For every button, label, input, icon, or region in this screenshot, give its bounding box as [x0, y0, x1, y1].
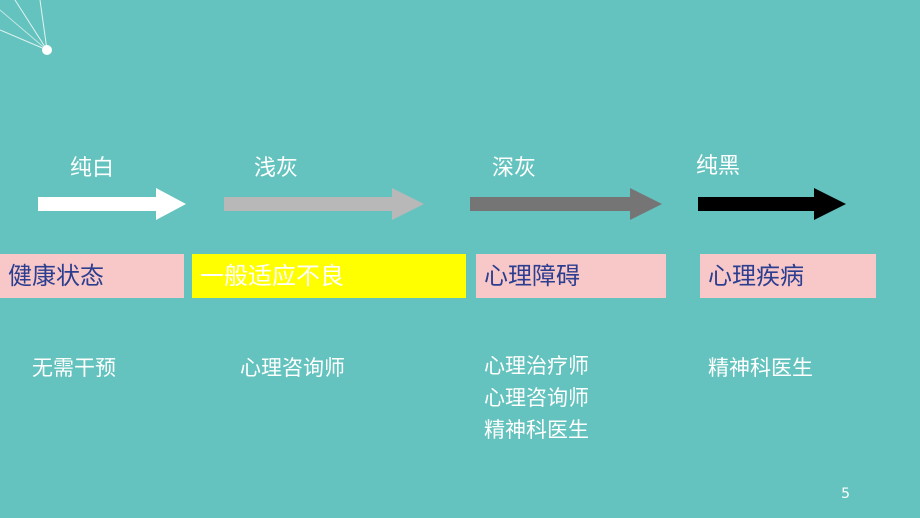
- arrow-4: [698, 188, 846, 220]
- shade-label-1: 纯白: [70, 156, 115, 181]
- state-label-2: 一般适应不良: [200, 262, 344, 290]
- page-number: 5: [841, 486, 850, 502]
- decoration-dot: [42, 45, 52, 55]
- state-label-1: 健康状态: [8, 262, 104, 290]
- arrow-2: [224, 188, 424, 220]
- state-label-3: 心理障碍: [484, 262, 580, 290]
- state-box-3: 心理障碍: [476, 254, 666, 298]
- helper-list-3: 心理治疗师 心理咨询师 精神科医生: [484, 350, 589, 446]
- arrow-3: [470, 188, 662, 220]
- helper-list-4: 精神科医生: [708, 352, 813, 384]
- corner-decoration: [0, 0, 52, 55]
- state-label-4: 心理疾病: [708, 262, 804, 290]
- helper-list-1: 无需干预: [32, 352, 116, 384]
- state-box-1: 健康状态: [0, 254, 184, 298]
- arrow-4-shape: [698, 188, 846, 220]
- helper-item: 心理咨询师: [484, 386, 589, 410]
- shade-label-4: 纯黑: [696, 154, 741, 179]
- arrow-1-shape: [38, 188, 186, 220]
- shade-label-2: 浅灰: [254, 156, 299, 181]
- helper-item: 精神科医生: [484, 418, 589, 442]
- arrow-3-shape: [470, 188, 662, 220]
- helper-list-2: 心理咨询师: [240, 352, 345, 384]
- arrow-1: [38, 188, 186, 220]
- state-box-4: 心理疾病: [700, 254, 876, 298]
- arrow-2-shape: [224, 188, 424, 220]
- helper-item: 精神科医生: [708, 356, 813, 380]
- helper-item: 无需干预: [32, 356, 116, 380]
- shade-label-3: 深灰: [492, 156, 537, 181]
- helper-item: 心理咨询师: [240, 356, 345, 380]
- helper-item: 心理治疗师: [484, 354, 589, 378]
- state-box-2: 一般适应不良: [192, 254, 466, 298]
